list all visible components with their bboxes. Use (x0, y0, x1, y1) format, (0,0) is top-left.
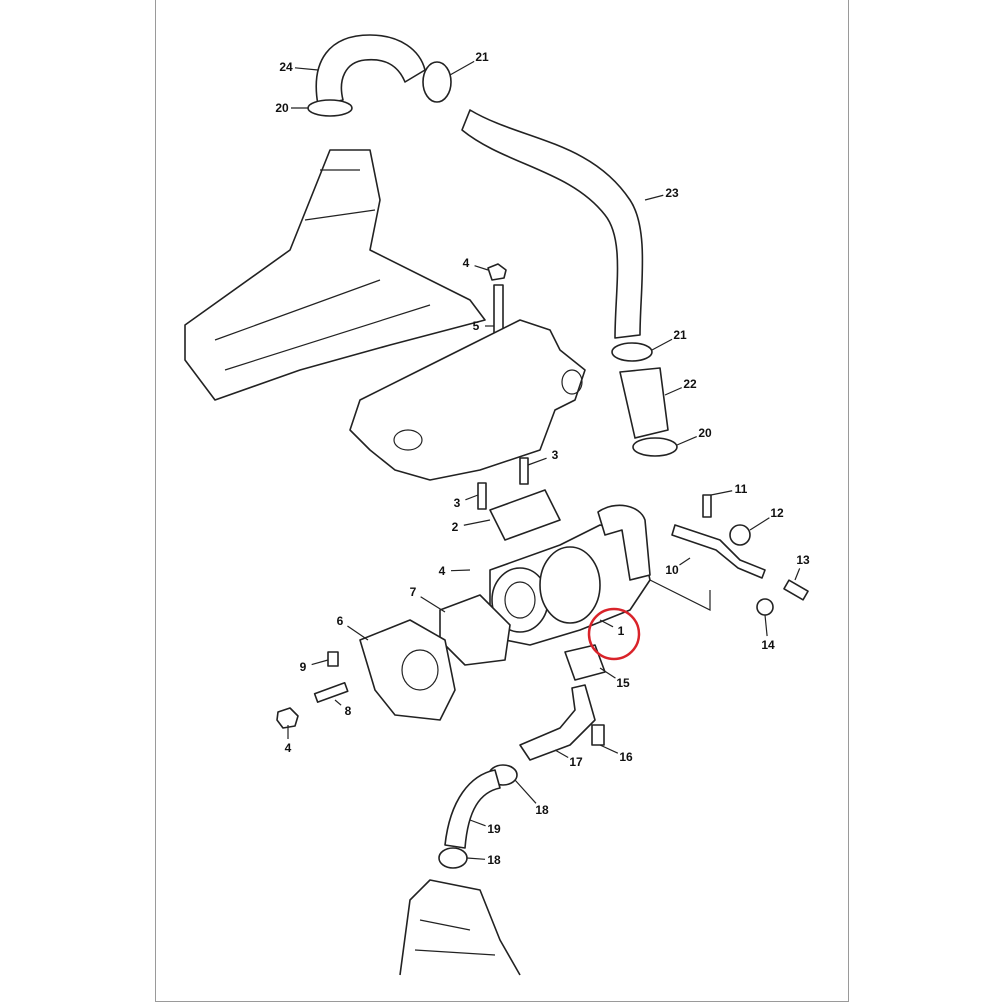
leader-line (334, 699, 342, 706)
callout-3: 3 (453, 496, 461, 510)
part-15-gasket (564, 644, 606, 681)
part-9-bolt (327, 651, 339, 667)
leader-line (676, 435, 697, 446)
leader-line (469, 819, 486, 827)
leader-line (664, 387, 683, 396)
callout-12: 12 (770, 506, 784, 520)
part-13-bolt (783, 579, 809, 601)
leader-line (474, 265, 489, 271)
callout-7: 7 (409, 585, 417, 599)
leader-line (749, 517, 770, 531)
leader-line (466, 857, 486, 860)
callout-20: 20 (698, 426, 712, 440)
callout-1: 1 (617, 624, 625, 638)
leader-line (764, 614, 768, 637)
callout-14: 14 (761, 638, 775, 652)
part-20-clamp-lower (632, 437, 678, 457)
turbo-outlet-elbow (597, 504, 651, 581)
leader-line (465, 494, 479, 501)
callout-22: 22 (683, 377, 697, 391)
callout-20: 20 (275, 101, 289, 115)
leader-line (311, 659, 329, 666)
part-3-stud (477, 482, 487, 510)
part-3-stud (519, 457, 529, 485)
callout-18: 18 (535, 803, 549, 817)
part-20-clamp (307, 99, 353, 117)
part-6-exhaust-elbow (359, 619, 456, 721)
part-16-fitting (591, 724, 605, 746)
callout-10: 10 (665, 563, 679, 577)
part-10-oil-pipe (671, 524, 766, 579)
intake-manifold (184, 149, 486, 401)
callout-5: 5 (472, 319, 480, 333)
leader-line (347, 625, 369, 641)
leader-line (599, 667, 616, 679)
leader-line (514, 779, 537, 804)
part-18-clamp-lower (438, 847, 468, 869)
leader-line (599, 744, 619, 754)
callout-19: 19 (487, 822, 501, 836)
callout-2: 2 (451, 520, 459, 534)
callout-21: 21 (475, 50, 489, 64)
part-14-banjo (756, 598, 774, 616)
callout-16: 16 (619, 750, 633, 764)
callout-6: 6 (336, 614, 344, 628)
callout-4: 4 (438, 564, 446, 578)
callout-8: 8 (344, 704, 352, 718)
leader-line (554, 749, 569, 759)
highlight-circle (587, 607, 641, 661)
leader-line (794, 568, 801, 581)
callout-4: 4 (462, 256, 470, 270)
exhaust-manifold (349, 319, 586, 481)
part-2-gasket (489, 489, 561, 541)
callout-9: 9 (299, 660, 307, 674)
leader-line (450, 569, 471, 572)
leader-line (599, 619, 614, 628)
leader-line (449, 60, 475, 76)
callout-13: 13 (796, 553, 810, 567)
part-19-hose (444, 769, 501, 849)
part-21-clamp (422, 61, 452, 103)
callout-18: 18 (487, 853, 501, 867)
part-8-stud (313, 681, 349, 703)
leader-line (710, 490, 733, 496)
part-11-bolt (702, 494, 712, 518)
part-22-hose (619, 367, 669, 439)
leader-line (294, 67, 319, 71)
leader-line (679, 557, 691, 566)
callout-11: 11 (734, 482, 748, 496)
part-12-banjo (729, 524, 751, 546)
leader-line (463, 519, 491, 526)
callout-4: 4 (284, 741, 292, 755)
callout-3: 3 (551, 448, 559, 462)
part-4-nut-lower (276, 707, 299, 729)
leader-line (420, 596, 446, 613)
part-24-hose (315, 34, 426, 106)
callout-21: 21 (673, 328, 687, 342)
part-21-clamp-lower (611, 342, 653, 362)
part-23-hose (461, 109, 644, 339)
callout-23: 23 (665, 186, 679, 200)
part-17-oil-return-pipe (519, 684, 596, 761)
callout-15: 15 (616, 676, 630, 690)
leader-line (644, 194, 664, 201)
leader-line (527, 457, 547, 466)
callout-17: 17 (569, 755, 583, 769)
leader-line (651, 338, 673, 351)
part-4-nut (487, 263, 507, 281)
callout-24: 24 (279, 60, 293, 74)
